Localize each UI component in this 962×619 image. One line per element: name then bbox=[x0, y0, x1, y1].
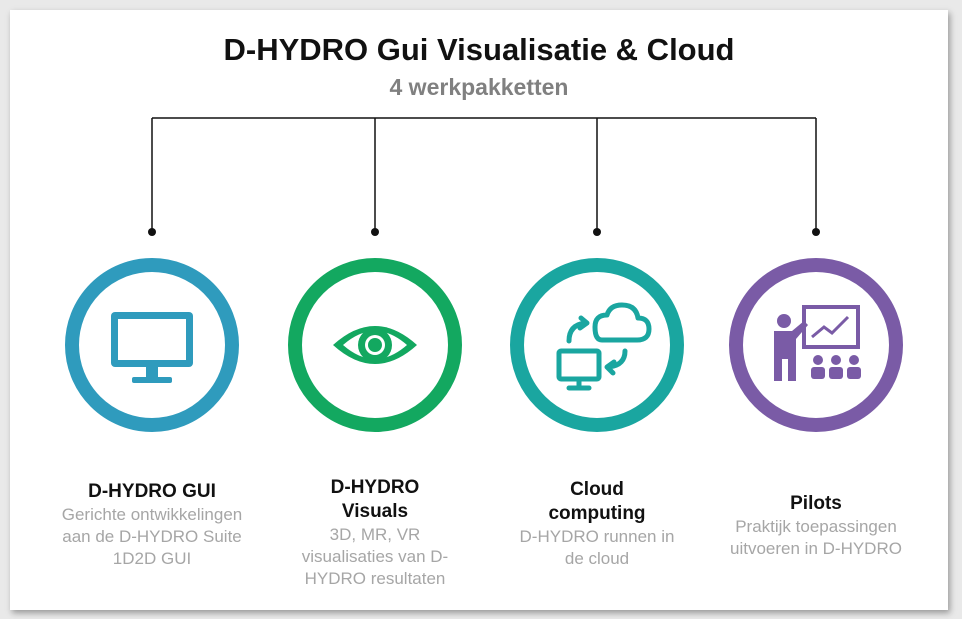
connector-tree bbox=[148, 117, 820, 236]
package-title: D-HYDRO GUI bbox=[88, 481, 216, 502]
package-description: D-HYDRO runnen in de cloud bbox=[519, 527, 675, 568]
pilots-circle bbox=[729, 258, 903, 432]
package-pilots: Pilots Praktijk toepassingen uitvoeren i… bbox=[716, 492, 916, 560]
presentation-icon bbox=[774, 305, 861, 381]
cloud-sync-icon bbox=[556, 302, 652, 391]
connector-dot-cloud bbox=[593, 228, 601, 236]
connector-dot-visuals bbox=[371, 228, 379, 236]
package-visuals: D-HYDRO Visuals 3D, MR, VR visualisaties… bbox=[275, 476, 475, 590]
package-description: Praktijk toepassingen uitvoeren in D-HYD… bbox=[730, 517, 902, 558]
cloud-circle bbox=[510, 258, 684, 432]
package-title: D-HYDRO Visuals bbox=[330, 477, 420, 522]
package-description: 3D, MR, VR visualisaties van D-HYDRO res… bbox=[301, 525, 449, 588]
monitor-icon bbox=[111, 312, 193, 383]
page-subtitle: 4 werkpakketten bbox=[389, 74, 569, 100]
package-title: Pilots bbox=[790, 493, 842, 514]
package-gui: D-HYDRO GUI Gerichte ontwikkelingen aan … bbox=[52, 480, 252, 570]
infographic-card: D-HYDRO Gui Visualisatie & Cloud 4 werkp… bbox=[10, 10, 948, 610]
eye-icon bbox=[333, 326, 417, 364]
connector-dot-gui bbox=[148, 228, 156, 236]
page-title: D-HYDRO Gui Visualisatie & Cloud bbox=[223, 32, 735, 67]
gui-circle bbox=[65, 258, 239, 432]
package-description: Gerichte ontwikkelingen aan de D-HYDRO S… bbox=[61, 505, 243, 568]
package-title: Cloud computing bbox=[548, 479, 646, 524]
visuals-circle bbox=[288, 258, 462, 432]
package-cloud: Cloud computing D-HYDRO runnen in de clo… bbox=[497, 478, 697, 570]
connector-dot-pilots bbox=[812, 228, 820, 236]
